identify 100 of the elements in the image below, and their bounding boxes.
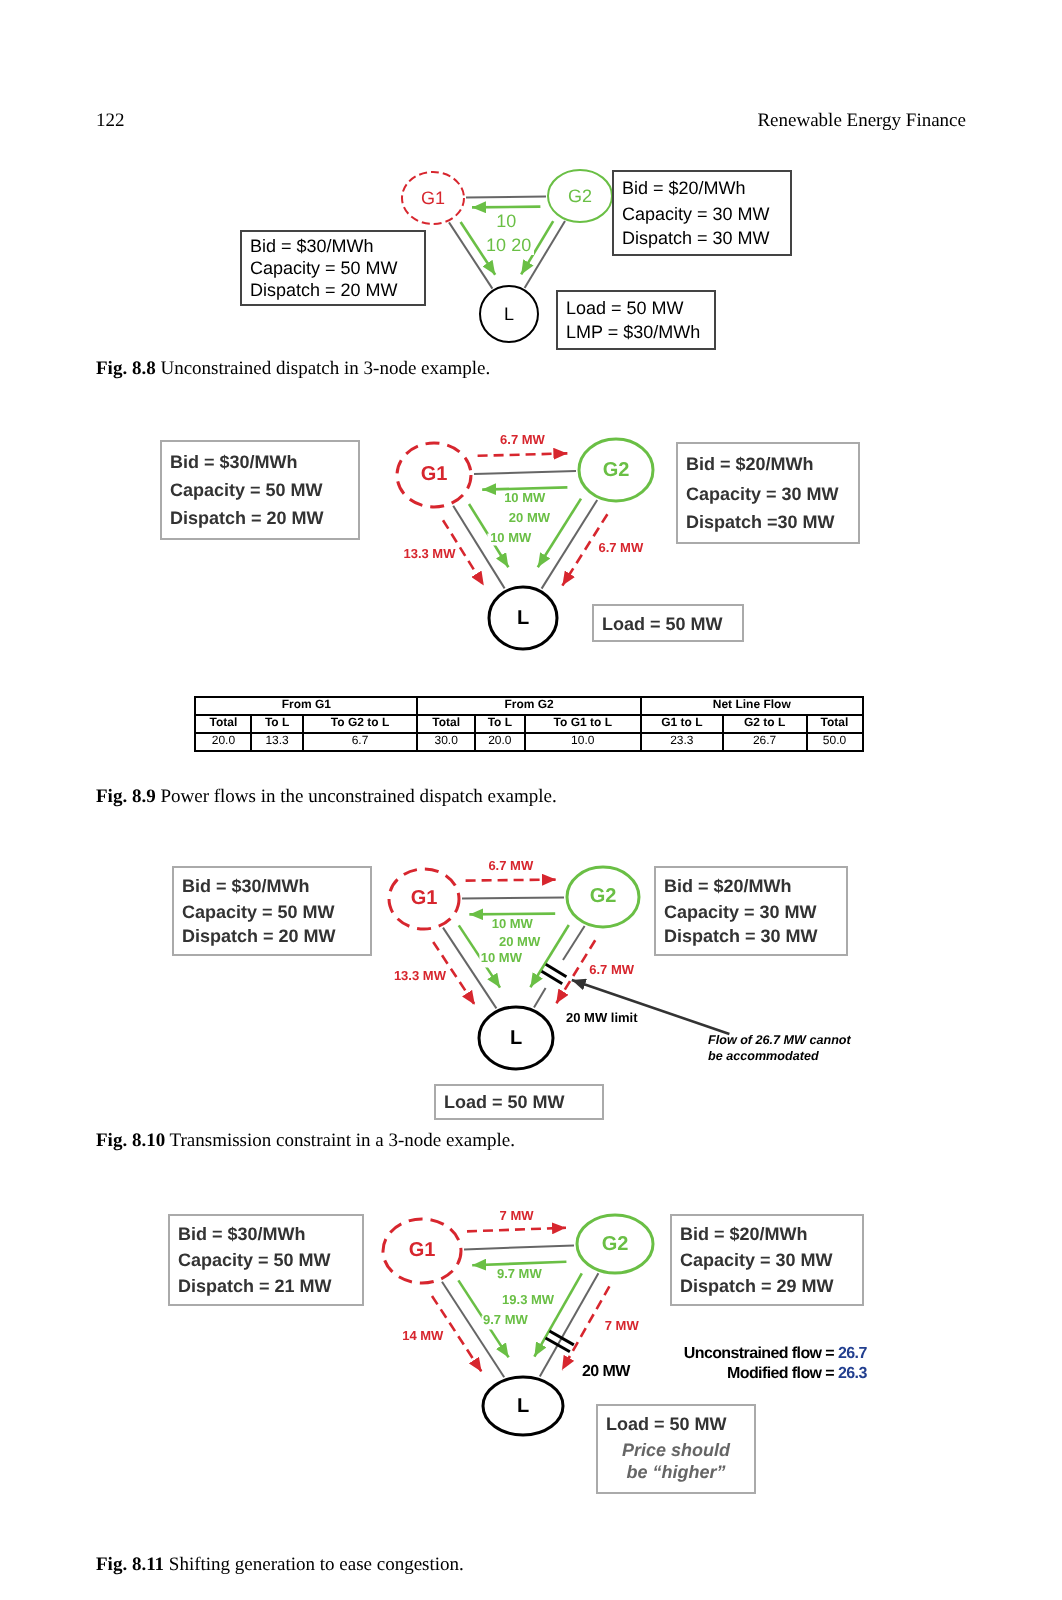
info-text: Price should be “higher” (620, 1439, 733, 1485)
transmission-line (461, 896, 565, 900)
flow-note: Unconstrained flow = (683, 1344, 834, 1362)
info-box (592, 604, 744, 642)
info-box (240, 230, 426, 306)
info-box (160, 440, 360, 540)
info-text: Dispatch = 20 MW (182, 926, 338, 947)
info-box (612, 170, 792, 256)
info-text: Bid = $20/MWh (622, 178, 748, 199)
page-number: 122 (96, 112, 125, 132)
info-text: Dispatch = 21 MW (178, 1276, 334, 1296)
node-label: G1 (420, 188, 445, 208)
node-label: L (503, 304, 514, 324)
flow-arrow (457, 924, 502, 989)
info-text: Load = 50 MW (602, 613, 725, 633)
info-text: Dispatch = 30 MW (664, 926, 820, 947)
info-text: Dispatch = 30 MW (622, 227, 772, 248)
info-text: Capacity = 30 MW (680, 1250, 835, 1270)
flow-arrow (441, 519, 485, 587)
info-text: Capacity = 30 MW (664, 901, 819, 921)
node-label: L (509, 1027, 523, 1049)
info-box (556, 290, 716, 350)
generator-node (564, 864, 642, 930)
flow-arrow (457, 1279, 510, 1359)
info-text: Bid = $20/MWh (686, 454, 816, 475)
info-box (596, 1404, 756, 1494)
flow-arrow (482, 483, 568, 496)
info-text: Dispatch = 29 MW (680, 1276, 836, 1296)
node-label: L (516, 1395, 530, 1417)
info-box (670, 1214, 864, 1306)
flow-arrow (469, 908, 556, 921)
node-label: G1 (410, 888, 438, 910)
limit-label: 20 MW (582, 1362, 630, 1380)
flow-arrow (536, 497, 583, 568)
transmission-line (562, 925, 586, 961)
load-node (480, 1374, 566, 1438)
flow-arrow (432, 941, 476, 1006)
node-label: G2 (567, 186, 592, 206)
info-text: Capacity = 50 MW (250, 258, 400, 278)
info-box (434, 1084, 604, 1120)
flow-value: 26.7 (838, 1344, 867, 1362)
info-text: Capacity = 50 MW (182, 901, 337, 921)
node-label: G2 (589, 886, 617, 908)
info-text: Load = 50 MW (444, 1092, 567, 1112)
flow-arrow (529, 924, 570, 988)
flow-note: Modified flow = (727, 1364, 834, 1382)
flow-arrow (520, 220, 555, 276)
info-box (172, 866, 372, 956)
transmission-line (465, 195, 547, 199)
generator-node (394, 440, 474, 510)
transmission-line (523, 220, 566, 289)
flow-arrow (466, 1222, 567, 1235)
info-box (654, 866, 848, 956)
node-label: G2 (601, 1233, 629, 1255)
generator-node (386, 866, 462, 932)
flow-arrow (477, 447, 568, 460)
node-label: G2 (602, 459, 630, 481)
info-text: Dispatch = 20 MW (170, 508, 326, 528)
transmission-line (473, 470, 577, 475)
figure-caption: Fig. 8.9 Power flows in the unconstrained dispatch example. (96, 788, 557, 808)
node-label: L (516, 607, 530, 629)
info-box (676, 442, 860, 544)
transmission-line (540, 499, 599, 590)
figure-caption: Fig. 8.8 Unconstrained dispatch in 3-node example. (96, 360, 491, 380)
info-text: Dispatch =30 MW (686, 511, 837, 532)
transmission-line (463, 1244, 575, 1251)
figure-caption: Fig. 8.10 Transmission constraint in a 3-node example. (96, 1132, 516, 1152)
generator-node (546, 168, 614, 224)
flow-arrow (561, 513, 609, 587)
generator-node (400, 170, 466, 226)
transmission-line (448, 221, 494, 290)
load-node (476, 1004, 556, 1072)
node-label: G1 (420, 464, 448, 486)
node-label: G1 (408, 1240, 436, 1262)
flow-arrow (430, 1295, 483, 1373)
info-text: Dispatch = 20 MW (250, 280, 400, 300)
info-text: Bid = $30/MWh (250, 236, 376, 256)
generator-node (380, 1216, 464, 1286)
flow-arrow (555, 939, 597, 1005)
generator-node (574, 1212, 656, 1276)
info-text: Capacity = 30 MW (686, 483, 841, 503)
flow-label: 20 (509, 236, 534, 255)
info-text: Bid = $30/MWh (178, 1224, 308, 1244)
info-text: Load = 50 MW (566, 298, 686, 318)
info-text: Load = 50 MW (606, 1413, 729, 1434)
flow-arrow (465, 873, 556, 886)
flow-arrow (472, 201, 541, 214)
transmission-line (533, 987, 547, 1009)
info-text: Capacity = 50 MW (178, 1250, 333, 1270)
load-node (478, 284, 540, 344)
flow-arrow (467, 503, 510, 568)
load-node (486, 584, 560, 652)
info-text: Capacity = 50 MW (170, 480, 325, 500)
info-text: Bid = $30/MWh (170, 452, 300, 472)
info-text: Bid = $20/MWh (664, 875, 794, 896)
transmission-line (441, 1280, 506, 1379)
running-header: Renewable Energy Finance (757, 112, 966, 132)
info-box (168, 1214, 364, 1306)
transmission-line (538, 1272, 600, 1378)
info-text: Bid = $30/MWh (182, 875, 312, 896)
